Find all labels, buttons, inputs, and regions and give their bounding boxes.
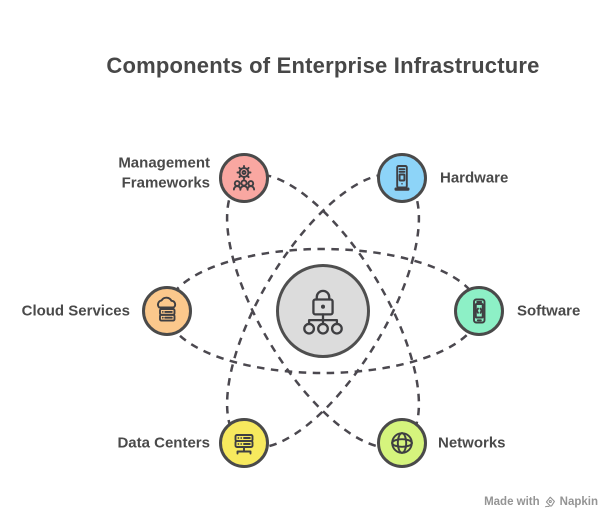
node-data-centers <box>219 418 269 468</box>
node-label-cloud-services: Cloud Services <box>21 302 130 320</box>
center-hub <box>276 264 370 358</box>
node-management-frameworks <box>219 153 269 203</box>
gear-team-icon <box>232 165 256 191</box>
lock-hierarchy-icon <box>303 289 343 335</box>
page-title: Components of Enterprise Infrastructure <box>106 53 540 78</box>
server-rack-icon <box>234 434 254 455</box>
node-label-data-centers: Data Centers <box>117 434 210 452</box>
computer-tower-icon <box>394 165 410 191</box>
watermark-brand: Napkin <box>559 496 598 508</box>
cloud-server-icon <box>157 296 177 322</box>
node-cloud-services <box>142 286 192 336</box>
node-networks <box>377 418 427 468</box>
globe-network-icon <box>391 432 413 454</box>
watermark-prefix: Made with <box>484 496 540 508</box>
mobile-code-icon <box>473 298 486 324</box>
node-hardware <box>377 153 427 203</box>
pen-nib-icon <box>544 496 555 508</box>
node-label-networks: Networks <box>438 434 506 452</box>
node-label-management-frameworks: Management Frameworks <box>118 154 210 192</box>
node-label-software: Software <box>517 302 581 320</box>
node-label-hardware: Hardware <box>440 169 509 187</box>
node-software <box>454 286 504 336</box>
napkin-watermark[interactable]: Made with Napkin <box>484 496 598 508</box>
